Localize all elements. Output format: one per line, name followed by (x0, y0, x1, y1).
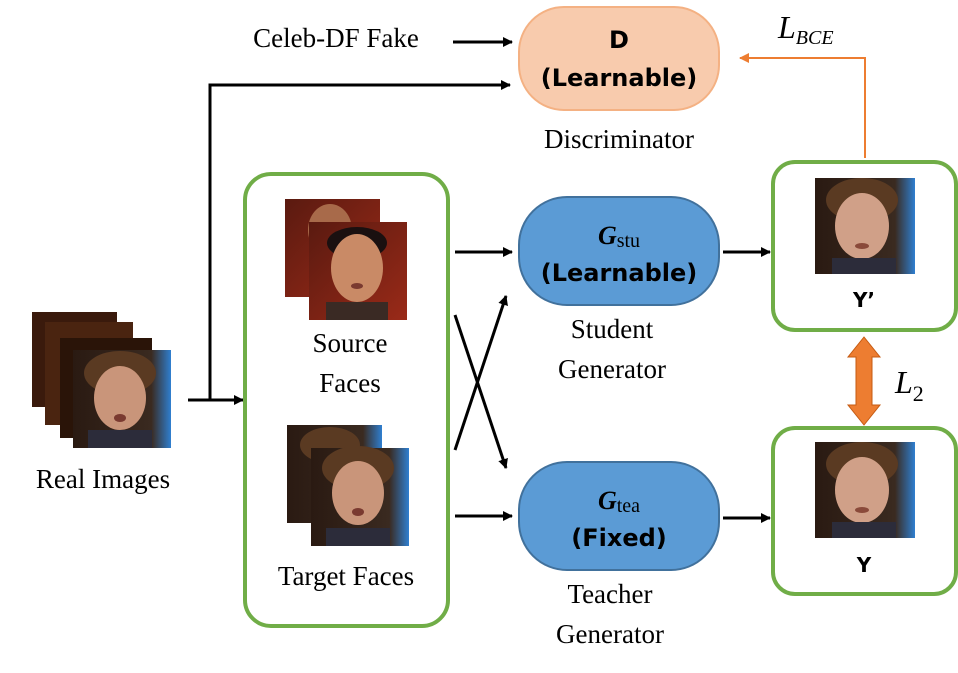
loss-l2-subscript: 2 (913, 381, 924, 406)
target-face-image (311, 446, 409, 546)
student-caption-line2: Generator (558, 354, 666, 384)
discriminator-symbol: D (609, 26, 629, 54)
discriminator-caption: Discriminator (544, 124, 694, 154)
loss-l2-label: L2 (894, 364, 924, 406)
student-output-box (771, 160, 958, 332)
student-symbol-letter: G (598, 221, 617, 250)
student-subscript: stu (617, 230, 640, 252)
arrow-bce-loss (739, 53, 866, 158)
real-images-stack (32, 312, 171, 448)
target-faces-stack (287, 425, 409, 546)
discriminator-mode: (Learnable) (541, 64, 698, 92)
student-symbol: Gstu (598, 221, 640, 252)
l2-loss-double-arrow (846, 336, 882, 426)
teacher-caption-line2: Generator (556, 619, 664, 649)
arrow-source-to-teacher (453, 314, 508, 469)
loss-l2-symbol: L (894, 364, 913, 400)
teacher-output-image (815, 442, 915, 538)
source-label-line1: Source (313, 328, 388, 358)
source-faces-stack (285, 199, 407, 320)
student-caption-line1: Student (571, 314, 654, 344)
loss-bce-label: LBCE (777, 9, 834, 49)
target-label: Target Faces (278, 561, 414, 591)
discriminator-box (518, 6, 720, 111)
student-mode: (Learnable) (541, 259, 698, 287)
teacher-symbol: Gtea (598, 486, 640, 517)
source-label-line2: Faces (319, 368, 380, 398)
teacher-subscript: tea (617, 495, 640, 517)
teacher-symbol-letter: G (598, 486, 617, 515)
real-image-face (73, 350, 171, 448)
loss-bce-subscript: BCE (796, 27, 834, 49)
student-output-image (815, 178, 915, 274)
loss-bce-symbol: L (777, 9, 796, 45)
teacher-generator-box (518, 461, 720, 571)
student-output-label: Y’ (852, 288, 875, 312)
real-images-label: Real Images (36, 464, 170, 494)
arrow-target-to-student (453, 295, 508, 451)
teacher-output-label: Y (856, 553, 872, 577)
teacher-output-box (771, 426, 958, 596)
teacher-mode: (Fixed) (571, 524, 667, 552)
celeb-df-label: Celeb-DF Fake (253, 23, 419, 53)
arrow-real-to-discriminator (208, 80, 511, 400)
faces-group-box (243, 172, 450, 628)
teacher-caption-line1: Teacher (567, 579, 652, 609)
source-face-image (309, 222, 407, 320)
student-generator-box (518, 196, 720, 306)
